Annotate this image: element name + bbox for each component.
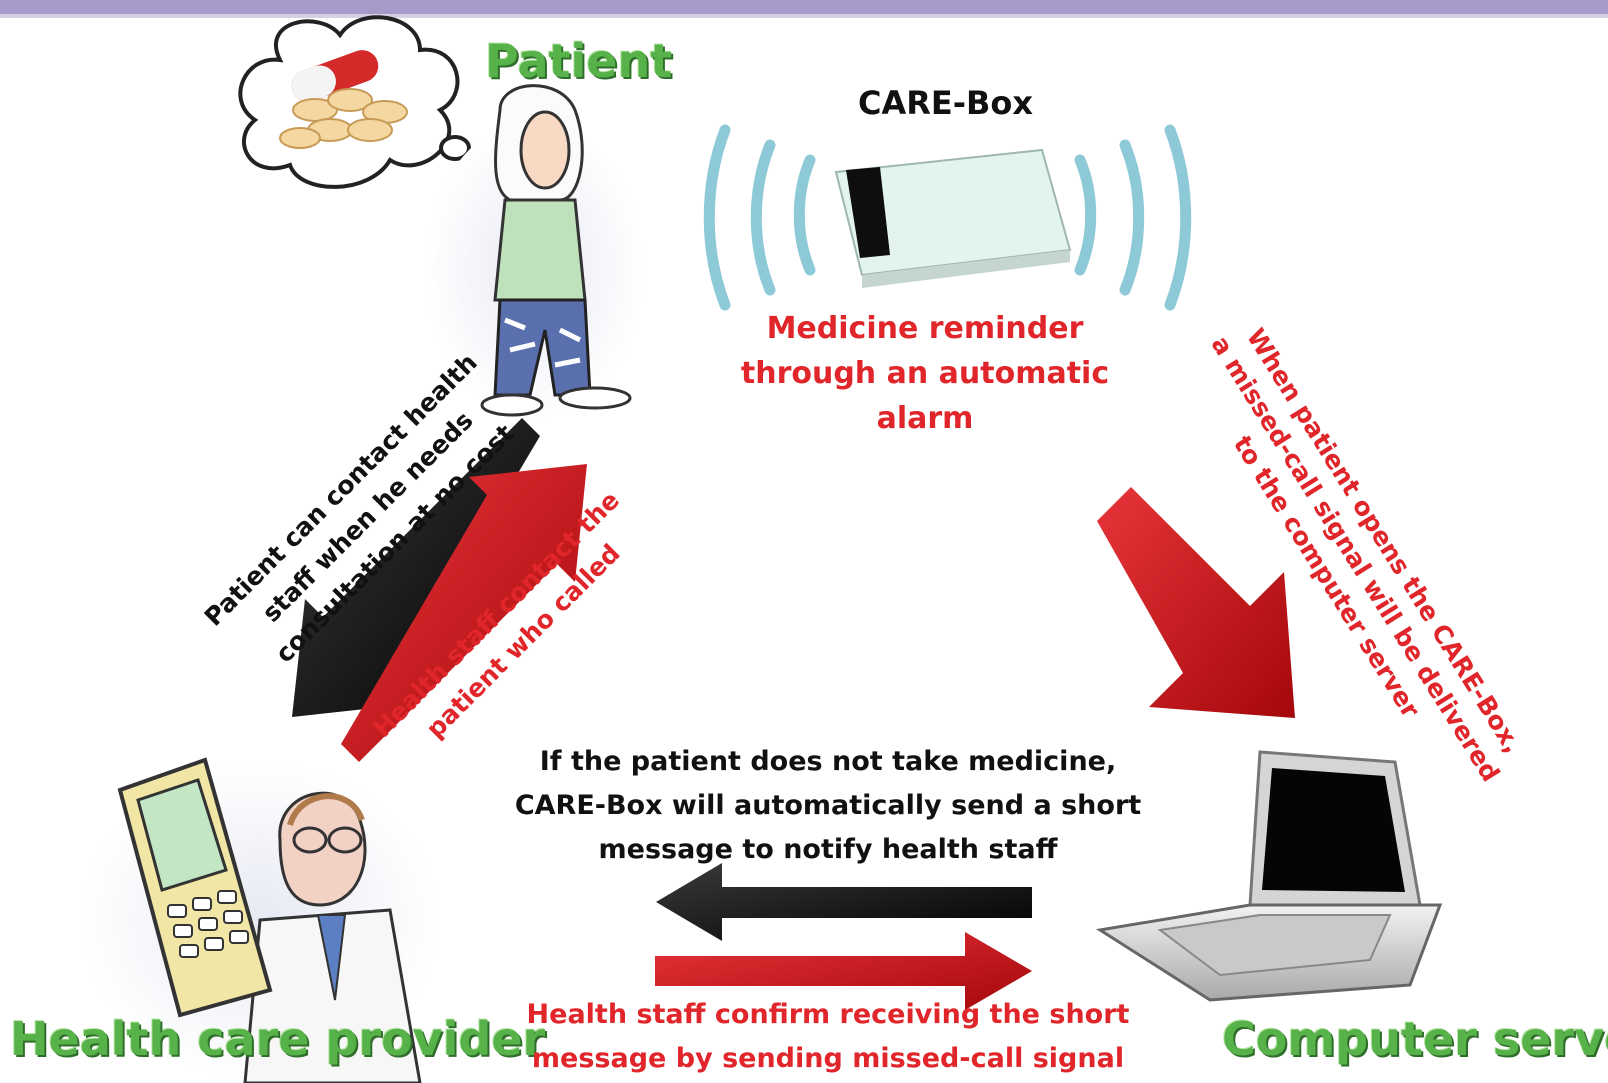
confirm-line: Health staff confirm receiving the short	[526, 999, 1130, 1030]
arrow-provider-to-server	[655, 932, 1032, 1010]
thought-cloud-icon	[238, 15, 501, 189]
care-box-title: CARE-Box	[858, 84, 1034, 122]
reminder-line: through an automatic	[740, 356, 1110, 391]
health-care-provider-figure-icon	[80, 757, 440, 1083]
arrow-box-to-server	[1097, 487, 1295, 718]
pill-capsule-icon	[291, 50, 379, 102]
arrow-server-to-provider	[656, 863, 1032, 941]
patient-figure-icon	[425, 84, 645, 420]
no-medicine-line: message to notify health staff	[598, 834, 1058, 865]
mobile-phone-icon	[117, 757, 273, 1018]
confirm-line: message by sending missed-call signal	[531, 1043, 1125, 1074]
signal-waves-icon	[703, 124, 1192, 311]
no-medicine-text: If the patient does not take medicine, C…	[498, 740, 1158, 872]
reminder-line: alarm	[876, 401, 974, 436]
patient-title: Patient	[485, 34, 673, 88]
pills-icon	[279, 88, 408, 149]
no-medicine-line: CARE-Box will automatically send a short	[514, 790, 1142, 821]
arrow-provider-to-patient	[341, 464, 587, 762]
arrow-patient-to-provider	[292, 418, 540, 717]
top-bar-shadow	[0, 14, 1608, 18]
care-box-device-icon	[834, 148, 1072, 288]
no-medicine-line: If the patient does not take medicine,	[539, 746, 1117, 777]
reminder-text: Medicine reminder through an automatic a…	[715, 306, 1135, 441]
provider-title: Health care provider	[10, 1012, 546, 1066]
laptop-icon	[1095, 750, 1443, 1002]
top-bar	[0, 0, 1608, 14]
server-title: Computer server	[1222, 1012, 1608, 1066]
confirm-text: Health staff confirm receiving the short…	[508, 993, 1148, 1081]
reminder-line: Medicine reminder	[766, 311, 1084, 346]
